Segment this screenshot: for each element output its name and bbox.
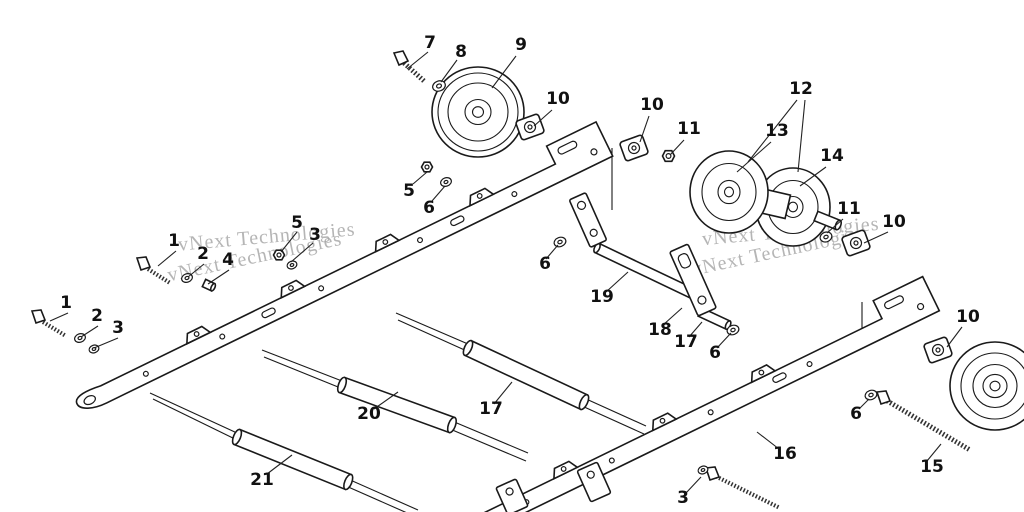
bolt-1-lower	[30, 309, 68, 338]
axle-block	[841, 229, 871, 257]
callout-14: 14	[820, 146, 844, 166]
callout-5: 5	[403, 181, 415, 201]
callout-17: 17	[674, 332, 698, 352]
idler-wheel-right	[949, 341, 1024, 431]
callout-12: 12	[789, 79, 813, 99]
callout-21: 21	[250, 470, 274, 490]
callout-10: 10	[546, 89, 570, 109]
washer-6-shaft19-right	[726, 324, 740, 336]
washer-8	[432, 80, 446, 92]
callout-2: 2	[91, 306, 103, 326]
callout-1: 1	[60, 293, 72, 313]
nut-5-upper	[420, 161, 434, 173]
bracket-lower-left	[495, 478, 529, 512]
callout-10: 10	[882, 212, 906, 232]
washer-6-upper	[440, 177, 452, 187]
bolt-7	[392, 50, 426, 83]
washer-2-lower	[74, 333, 86, 343]
callout-6: 6	[539, 254, 551, 274]
callout-9: 9	[515, 35, 527, 55]
callout-6: 6	[423, 198, 435, 218]
callout-19: 19	[590, 287, 614, 307]
bracket-lower-mid	[576, 461, 612, 503]
axle-block	[923, 336, 953, 364]
rail-rear	[75, 120, 614, 409]
callout-20: 20	[357, 404, 381, 424]
axle-stub	[813, 210, 843, 231]
washer-6-shaft19-left	[553, 236, 567, 248]
callout-18: 18	[648, 320, 672, 340]
axle-block	[619, 134, 649, 162]
washer-3-lower	[88, 344, 100, 354]
shaft-21	[231, 428, 354, 491]
callout-13: 13	[765, 121, 789, 141]
callout-3: 3	[309, 225, 321, 245]
bolt-1-upper	[135, 256, 172, 285]
callout-1: 1	[168, 231, 180, 251]
callout-15: 15	[920, 457, 944, 477]
idler-wheel-9	[431, 66, 525, 158]
nut-5-mid	[272, 249, 286, 261]
leader-lines	[49, 51, 963, 494]
washer-6-bolt15	[864, 389, 878, 401]
callout-3: 3	[677, 488, 689, 508]
shaft-17-long	[462, 339, 590, 411]
washer-3-mid	[286, 260, 298, 270]
callout-17: 17	[479, 399, 503, 419]
callout-3: 3	[112, 318, 124, 338]
callout-7: 7	[424, 33, 436, 53]
axle-block	[515, 113, 545, 141]
suspension-rods	[149, 148, 863, 512]
bolt-3-lower	[704, 466, 781, 510]
callout-11: 11	[837, 199, 861, 219]
callout-5: 5	[291, 213, 303, 233]
spacer-4	[201, 278, 217, 292]
bolt-15	[875, 390, 972, 453]
bracket-18	[669, 243, 717, 317]
callout-labels: 7 8 9 10 5 6 10 11 12 13 14 11 10 5 3 1 …	[60, 33, 980, 508]
callout-16: 16	[773, 444, 797, 464]
callout-10: 10	[640, 95, 664, 115]
callout-2: 2	[197, 244, 209, 264]
callout-4: 4	[222, 250, 234, 270]
callout-6: 6	[850, 404, 862, 424]
shaft-20	[336, 376, 458, 434]
bracket-19-left	[569, 192, 607, 248]
washer-11-right	[819, 231, 833, 243]
callout-10: 10	[956, 307, 980, 327]
washer-3-bolt	[697, 465, 709, 475]
callout-11: 11	[677, 119, 701, 139]
callout-6: 6	[709, 343, 721, 363]
idler-wheel-13	[689, 150, 769, 234]
callout-8: 8	[455, 42, 467, 62]
